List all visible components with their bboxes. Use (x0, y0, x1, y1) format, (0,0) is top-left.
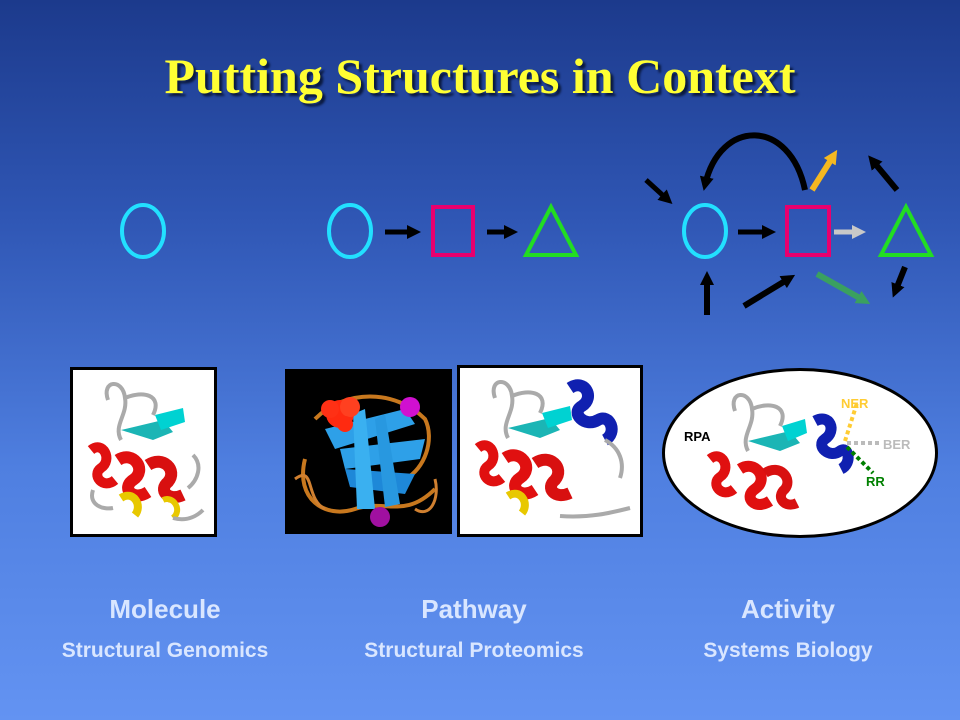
activity-arrow-in-left (644, 178, 673, 205)
label-rr: RR (866, 474, 885, 489)
pathway-circle (327, 203, 373, 259)
slide-title: Putting Structures in Context (164, 48, 796, 104)
caption-activity-title: Activity (741, 594, 835, 624)
molecule-structure-image (70, 367, 217, 537)
activity-circle (682, 203, 728, 259)
label-ber: BER (883, 437, 911, 452)
activity-square (785, 205, 831, 257)
label-ner: NER (841, 396, 869, 411)
protein-complex-icon (294, 394, 438, 527)
activity-arrow-top-right (868, 155, 900, 192)
activity-structure-ellipse: RPA NER BER RR (662, 368, 938, 538)
activity-arrow-down-right (891, 265, 908, 298)
caption-pathway-subtitle: Structural Proteomics (364, 639, 584, 662)
pathway-square (431, 205, 475, 257)
pathway-triangle (522, 202, 580, 257)
caption-activity-subtitle: Systems Biology (703, 639, 873, 662)
label-rpa: RPA (684, 429, 711, 444)
pathway-structure-image (457, 365, 643, 537)
caption-molecule-title: Molecule (109, 594, 221, 624)
protein-network-icon (706, 393, 879, 510)
activity-triangle (877, 202, 935, 257)
activity-arrow-green (815, 271, 871, 304)
caption-molecule-subtitle: Structural Genomics (61, 639, 269, 662)
activity-curved-arrow (699, 132, 808, 191)
caption-pathway-title: Pathway (421, 594, 527, 624)
protein-ribbon-icon (87, 382, 205, 522)
activity-arrow-yellow (809, 149, 838, 192)
activity-arrow-diag (742, 274, 796, 309)
molecule-circle (120, 203, 166, 259)
pathway-complex-image (285, 369, 452, 534)
protein-ribbon-helix-icon (474, 379, 631, 519)
